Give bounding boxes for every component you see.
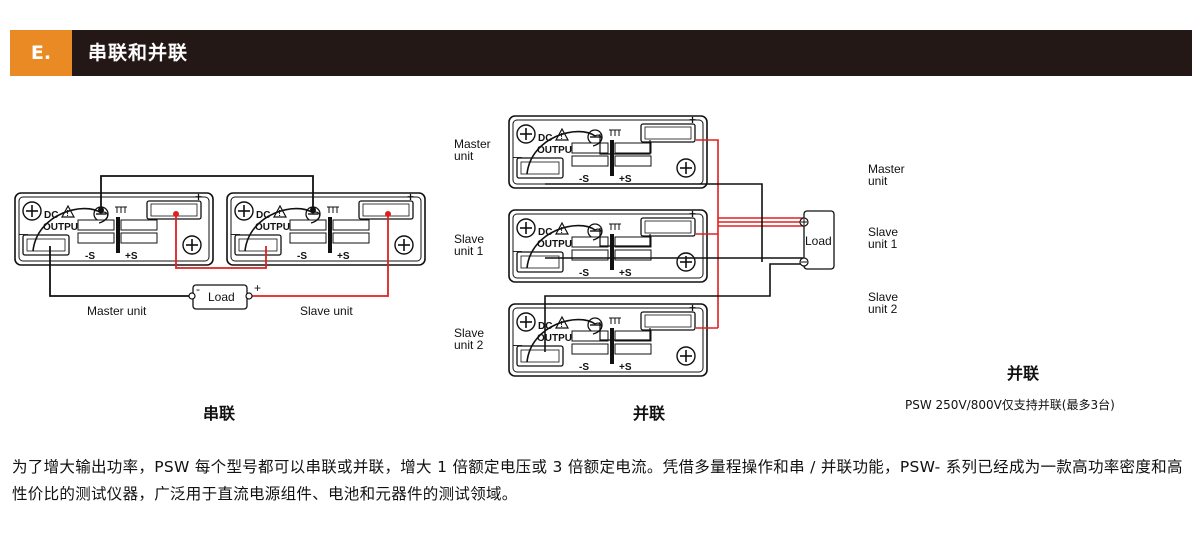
parallel-caption: 并联 <box>633 404 666 423</box>
parallel-master-label-1: Master <box>454 137 491 151</box>
parallel-slave2-label-1: Slave <box>454 326 484 340</box>
right-slave1-label-1: Slave <box>868 225 898 239</box>
right-panel-title: 并联 <box>1007 364 1040 383</box>
right-master-label-2: unit <box>868 174 888 188</box>
parallel-master-unit <box>508 112 708 189</box>
parallel-load <box>803 210 835 270</box>
parallel-slave-unit-2 <box>508 300 708 377</box>
series-slave-unit <box>226 189 426 266</box>
series-caption: 串联 <box>203 404 236 423</box>
series-load-plus: + <box>254 281 261 295</box>
series-master-unit <box>14 189 214 266</box>
parallel-master-label-2: unit <box>454 149 474 163</box>
description-paragraph: 为了增大输出功率，PSW 每个型号都可以串联或并联，增大 1 倍额定电压或 3 … <box>12 458 1183 503</box>
right-master-label-1: Master <box>868 162 905 176</box>
right-slave1-label-2: unit 1 <box>868 237 898 251</box>
series-diagram: Load - + Master unit Slave unit <box>14 175 426 318</box>
series-load-minus: - <box>196 282 200 296</box>
parallel-slave1-label-1: Slave <box>454 232 484 246</box>
series-load-label: Load <box>208 290 235 304</box>
parallel-note: PSW 250V/800V仅支持并联(最多3台) <box>905 398 1115 412</box>
parallel-slave2-label-2: unit 2 <box>454 338 484 352</box>
series-master-label: Master unit <box>87 304 147 318</box>
parallel-diagram: Load Master unit Slave unit 1 Slave unit… <box>454 112 835 377</box>
section-header-bar <box>10 30 1192 76</box>
right-slave2-label-1: Slave <box>868 290 898 304</box>
parallel-slave1-label-2: unit 1 <box>454 244 484 258</box>
parallel-slave-unit-1 <box>508 206 708 283</box>
parallel-load-label: Load <box>805 234 832 248</box>
right-slave2-label-2: unit 2 <box>868 302 898 316</box>
series-slave-label: Slave unit <box>300 304 353 318</box>
section-tag: E. <box>10 30 72 76</box>
section-title: 串联和并联 <box>88 42 189 64</box>
